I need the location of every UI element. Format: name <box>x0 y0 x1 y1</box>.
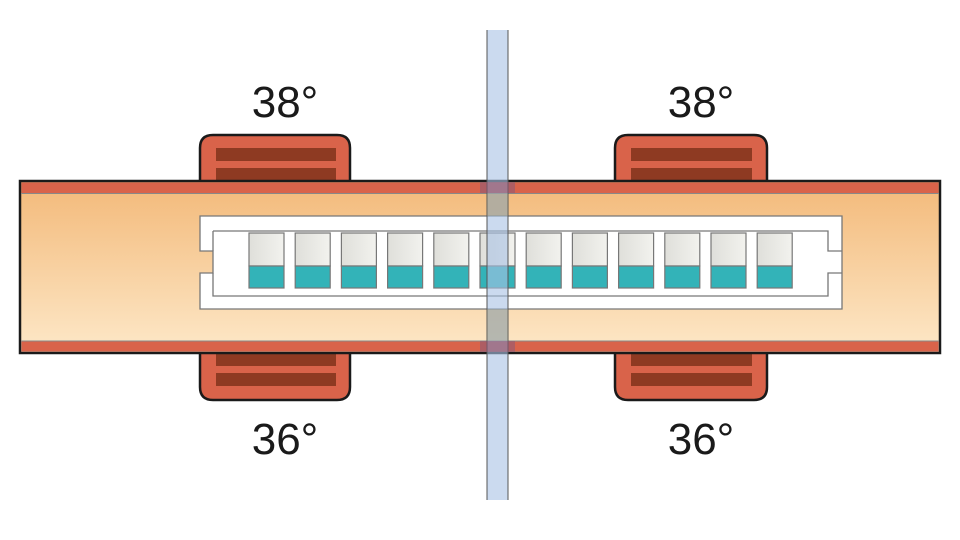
well-liquid <box>525 265 562 289</box>
well-liquid <box>294 265 331 289</box>
well-empty-space <box>664 232 701 267</box>
well-liquid <box>710 265 747 289</box>
sample-strip <box>199 215 843 310</box>
well <box>756 232 793 289</box>
heater-bottom-right <box>613 346 769 402</box>
temp-label-bottom-left: 36° <box>252 415 319 464</box>
heater-bottom-left <box>198 346 352 402</box>
well <box>294 232 331 289</box>
well-empty-space <box>433 232 470 267</box>
well-empty-space <box>571 232 609 267</box>
well <box>387 232 424 289</box>
light-beam <box>480 30 515 500</box>
well-liquid <box>433 265 470 289</box>
well-liquid <box>571 265 609 289</box>
well-empty-space <box>387 232 424 267</box>
temp-label-top-left: 38° <box>252 78 319 127</box>
temp-label-bottom-right: 36° <box>668 415 735 464</box>
well <box>710 232 747 289</box>
well-empty-space <box>248 232 285 267</box>
well-empty-space <box>710 232 747 267</box>
well-liquid <box>617 265 655 289</box>
well-empty-space <box>617 232 655 267</box>
well <box>248 232 285 289</box>
well <box>617 232 655 289</box>
well <box>340 232 377 289</box>
well-liquid <box>248 265 285 289</box>
well-liquid <box>664 265 701 289</box>
well-liquid <box>340 265 377 289</box>
well <box>525 232 562 289</box>
well-empty-space <box>756 232 793 267</box>
well <box>664 232 701 289</box>
heater-top-left <box>198 133 352 188</box>
well-liquid <box>387 265 424 289</box>
well-liquid <box>756 265 793 289</box>
well-empty-space <box>294 232 331 267</box>
heater-top-right <box>613 133 769 188</box>
well <box>433 232 470 289</box>
temp-label-top-right: 38° <box>668 78 735 127</box>
well-empty-space <box>525 232 562 267</box>
well-empty-space <box>340 232 377 267</box>
well <box>571 232 609 289</box>
